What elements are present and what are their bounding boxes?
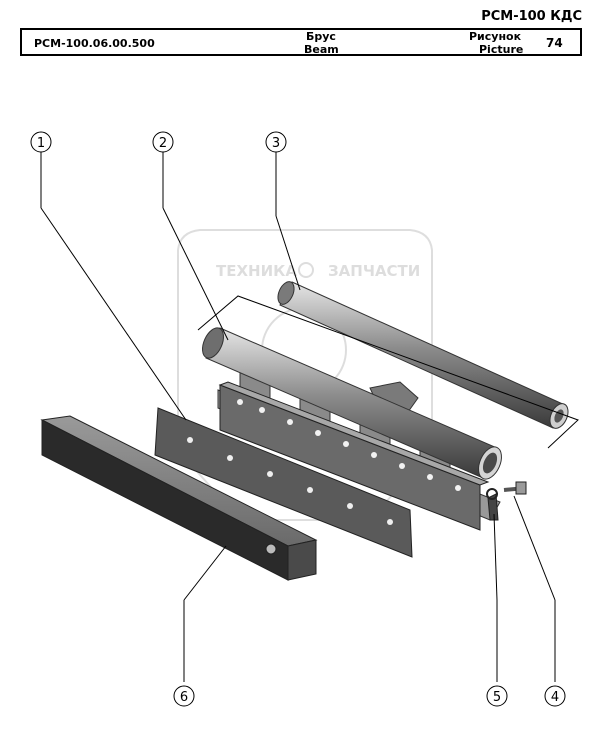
callout-6-label: 6 [180,690,188,705]
bolt-part-4 [503,481,527,495]
callout-3-label: 3 [272,136,280,151]
part-number: РСМ-100.06.00.500 [34,37,155,50]
strip-part-1 [154,407,413,558]
callout-3: 3 [265,131,287,153]
clip-part-5 [486,488,499,521]
picture-label-ru: Рисунок [469,30,522,43]
model-title: РСМ-100 КДС [481,9,582,24]
callout-2-label: 2 [159,136,167,151]
title-block: РСМ-100.06.00.500 Брус Beam Рисунок Pict… [20,28,582,56]
callout-5-label: 5 [493,690,501,705]
callout-4-label: 4 [551,690,559,705]
callout-6: 6 [173,685,195,707]
part-name-ru: Брус [306,30,336,43]
perforated-beam [218,381,490,531]
assembly-axis-lines [197,295,579,449]
tube-part-2 [202,327,502,480]
callout-4: 4 [544,685,566,707]
tube-part-3 [277,281,569,429]
part-name-en: Beam [304,43,339,56]
knife-bar-part-6 [40,415,318,581]
leader-lines [40,151,556,682]
picture-number: 74 [546,36,563,50]
callout-1-label: 1 [37,136,45,151]
callout-5: 5 [486,685,508,707]
callout-2: 2 [152,131,174,153]
callout-1: 1 [30,131,52,153]
watermark-text-right: ЗАПЧАСТИ [328,262,420,280]
picture-label-en: Picture [479,43,524,56]
watermark-text-left: ТЕХНИКА [216,262,297,280]
